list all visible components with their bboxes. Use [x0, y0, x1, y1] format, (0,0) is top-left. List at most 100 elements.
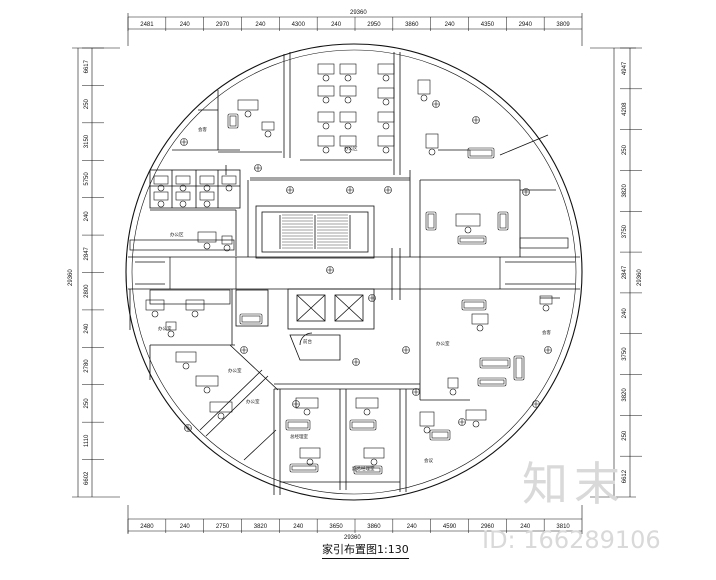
desk-symbol: [221, 175, 237, 185]
chair-symbol: [428, 148, 436, 156]
chair-symbol: [382, 74, 390, 82]
desk-symbol: [153, 175, 169, 185]
bottom-dimension-label: 240: [520, 524, 531, 530]
sofa-symbol: [431, 431, 449, 439]
chair-symbol: [476, 324, 484, 332]
desk-symbol: [471, 313, 489, 325]
plant-symbol: [385, 187, 391, 193]
desk-symbol: [355, 397, 379, 409]
desk-symbol: [339, 85, 357, 97]
svg-text:办公室: 办公室: [436, 340, 450, 347]
left-dimension-label: 2780: [84, 359, 90, 373]
chair-symbol: [203, 200, 211, 208]
desk-symbol: [377, 63, 395, 75]
left-dimension-label: 250: [84, 398, 90, 409]
north-offices: [172, 52, 401, 175]
plant-symbol: [413, 389, 419, 395]
desk-symbol: [185, 299, 205, 311]
plant-symbol: [180, 138, 188, 146]
elevator-block: [287, 288, 375, 330]
sofa-symbol: [457, 235, 487, 245]
bottom-dimension-label: 4590: [443, 524, 457, 530]
desk-symbol: [419, 411, 435, 427]
svg-text:会客: 会客: [542, 329, 551, 336]
svg-text:前台: 前台: [303, 338, 312, 345]
desk-symbol: [425, 133, 439, 149]
desk-symbol: [237, 99, 259, 111]
chair-symbol: [322, 96, 330, 104]
chair-symbol: [244, 110, 252, 118]
plant-symbol: [254, 164, 262, 172]
desk-symbol: [199, 175, 215, 185]
chair-symbol: [423, 426, 431, 434]
desk-symbol: [377, 111, 395, 123]
plant-symbol: [346, 186, 354, 194]
right-dimension-chain: [590, 47, 636, 498]
bottom-dimension-label: 3860: [367, 524, 381, 530]
chair-symbol: [179, 184, 187, 192]
desk-symbol: [175, 191, 191, 201]
chair-symbol: [322, 74, 330, 82]
right-dimension-label: 250: [622, 430, 628, 441]
plant-symbol: [369, 295, 375, 301]
plant-symbol: [544, 346, 552, 354]
chair-symbol: [182, 362, 190, 370]
plant-symbol: [522, 188, 530, 196]
plant-symbol: [523, 189, 529, 195]
left-dimension-label: 1110: [84, 434, 90, 447]
plant-symbol: [402, 346, 410, 354]
desk-symbol: [175, 175, 191, 185]
plant-symbol: [327, 267, 333, 273]
left-dimension-label: 2847: [84, 246, 90, 260]
chair-symbol: [449, 388, 457, 396]
sofa-symbol: [349, 419, 377, 431]
chair-symbol: [203, 242, 211, 250]
sofa-symbol: [285, 419, 311, 431]
desk-symbol: [317, 63, 335, 75]
right-dimension-label: 3820: [622, 184, 628, 198]
desk-symbol: [339, 135, 357, 147]
chair-symbol: [203, 386, 211, 394]
sofa-symbol: [463, 301, 485, 309]
plant-symbol: [286, 186, 294, 194]
top-dimension-label: 2940: [519, 22, 533, 28]
left-dimension-label: 2800: [84, 284, 90, 298]
top-dimension-label: 240: [255, 22, 266, 28]
chair-symbol: [322, 122, 330, 130]
desk-symbol: [417, 79, 431, 95]
desk-symbol: [209, 401, 233, 413]
chair-symbol: [303, 408, 311, 416]
desk-symbol: [363, 447, 385, 459]
sofa-symbol: [459, 237, 485, 243]
left-dimension-label: 6617: [84, 59, 90, 73]
sofa-symbol: [497, 211, 509, 231]
desk-symbol: [317, 135, 335, 147]
left-dimension-label: 250: [84, 98, 90, 109]
svg-text:办公区: 办公区: [170, 231, 184, 238]
left-dimension-label: 5750: [84, 172, 90, 186]
plant-symbol: [458, 418, 466, 426]
right-dimension-label: 6612: [622, 469, 628, 483]
chair-symbol: [344, 96, 352, 104]
chair-symbol: [322, 146, 330, 154]
corridor-partitions: [129, 237, 569, 305]
sofa-symbol: [239, 313, 263, 325]
sofa-symbol: [477, 377, 507, 387]
top-dimension-label: 3809: [556, 22, 570, 28]
stair-treads: [282, 214, 348, 249]
bottom-dimension-label: 2750: [216, 524, 230, 530]
desk-symbol: [153, 191, 169, 201]
chair-symbol: [344, 146, 352, 154]
plant-symbol: [184, 424, 192, 432]
desk-symbol: [339, 111, 357, 123]
sofa-symbol: [287, 421, 309, 429]
svg-text:办公区: 办公区: [344, 145, 358, 152]
right-dimension-label: 3750: [622, 347, 628, 361]
desk-symbol: [261, 121, 275, 131]
svg-text:副总经理室: 副总经理室: [352, 465, 375, 472]
svg-text:办公室: 办公室: [246, 398, 260, 405]
horizontal-corridor: [128, 256, 580, 290]
desk-symbol: [339, 63, 357, 75]
top-dimension-label: 240: [331, 22, 342, 28]
